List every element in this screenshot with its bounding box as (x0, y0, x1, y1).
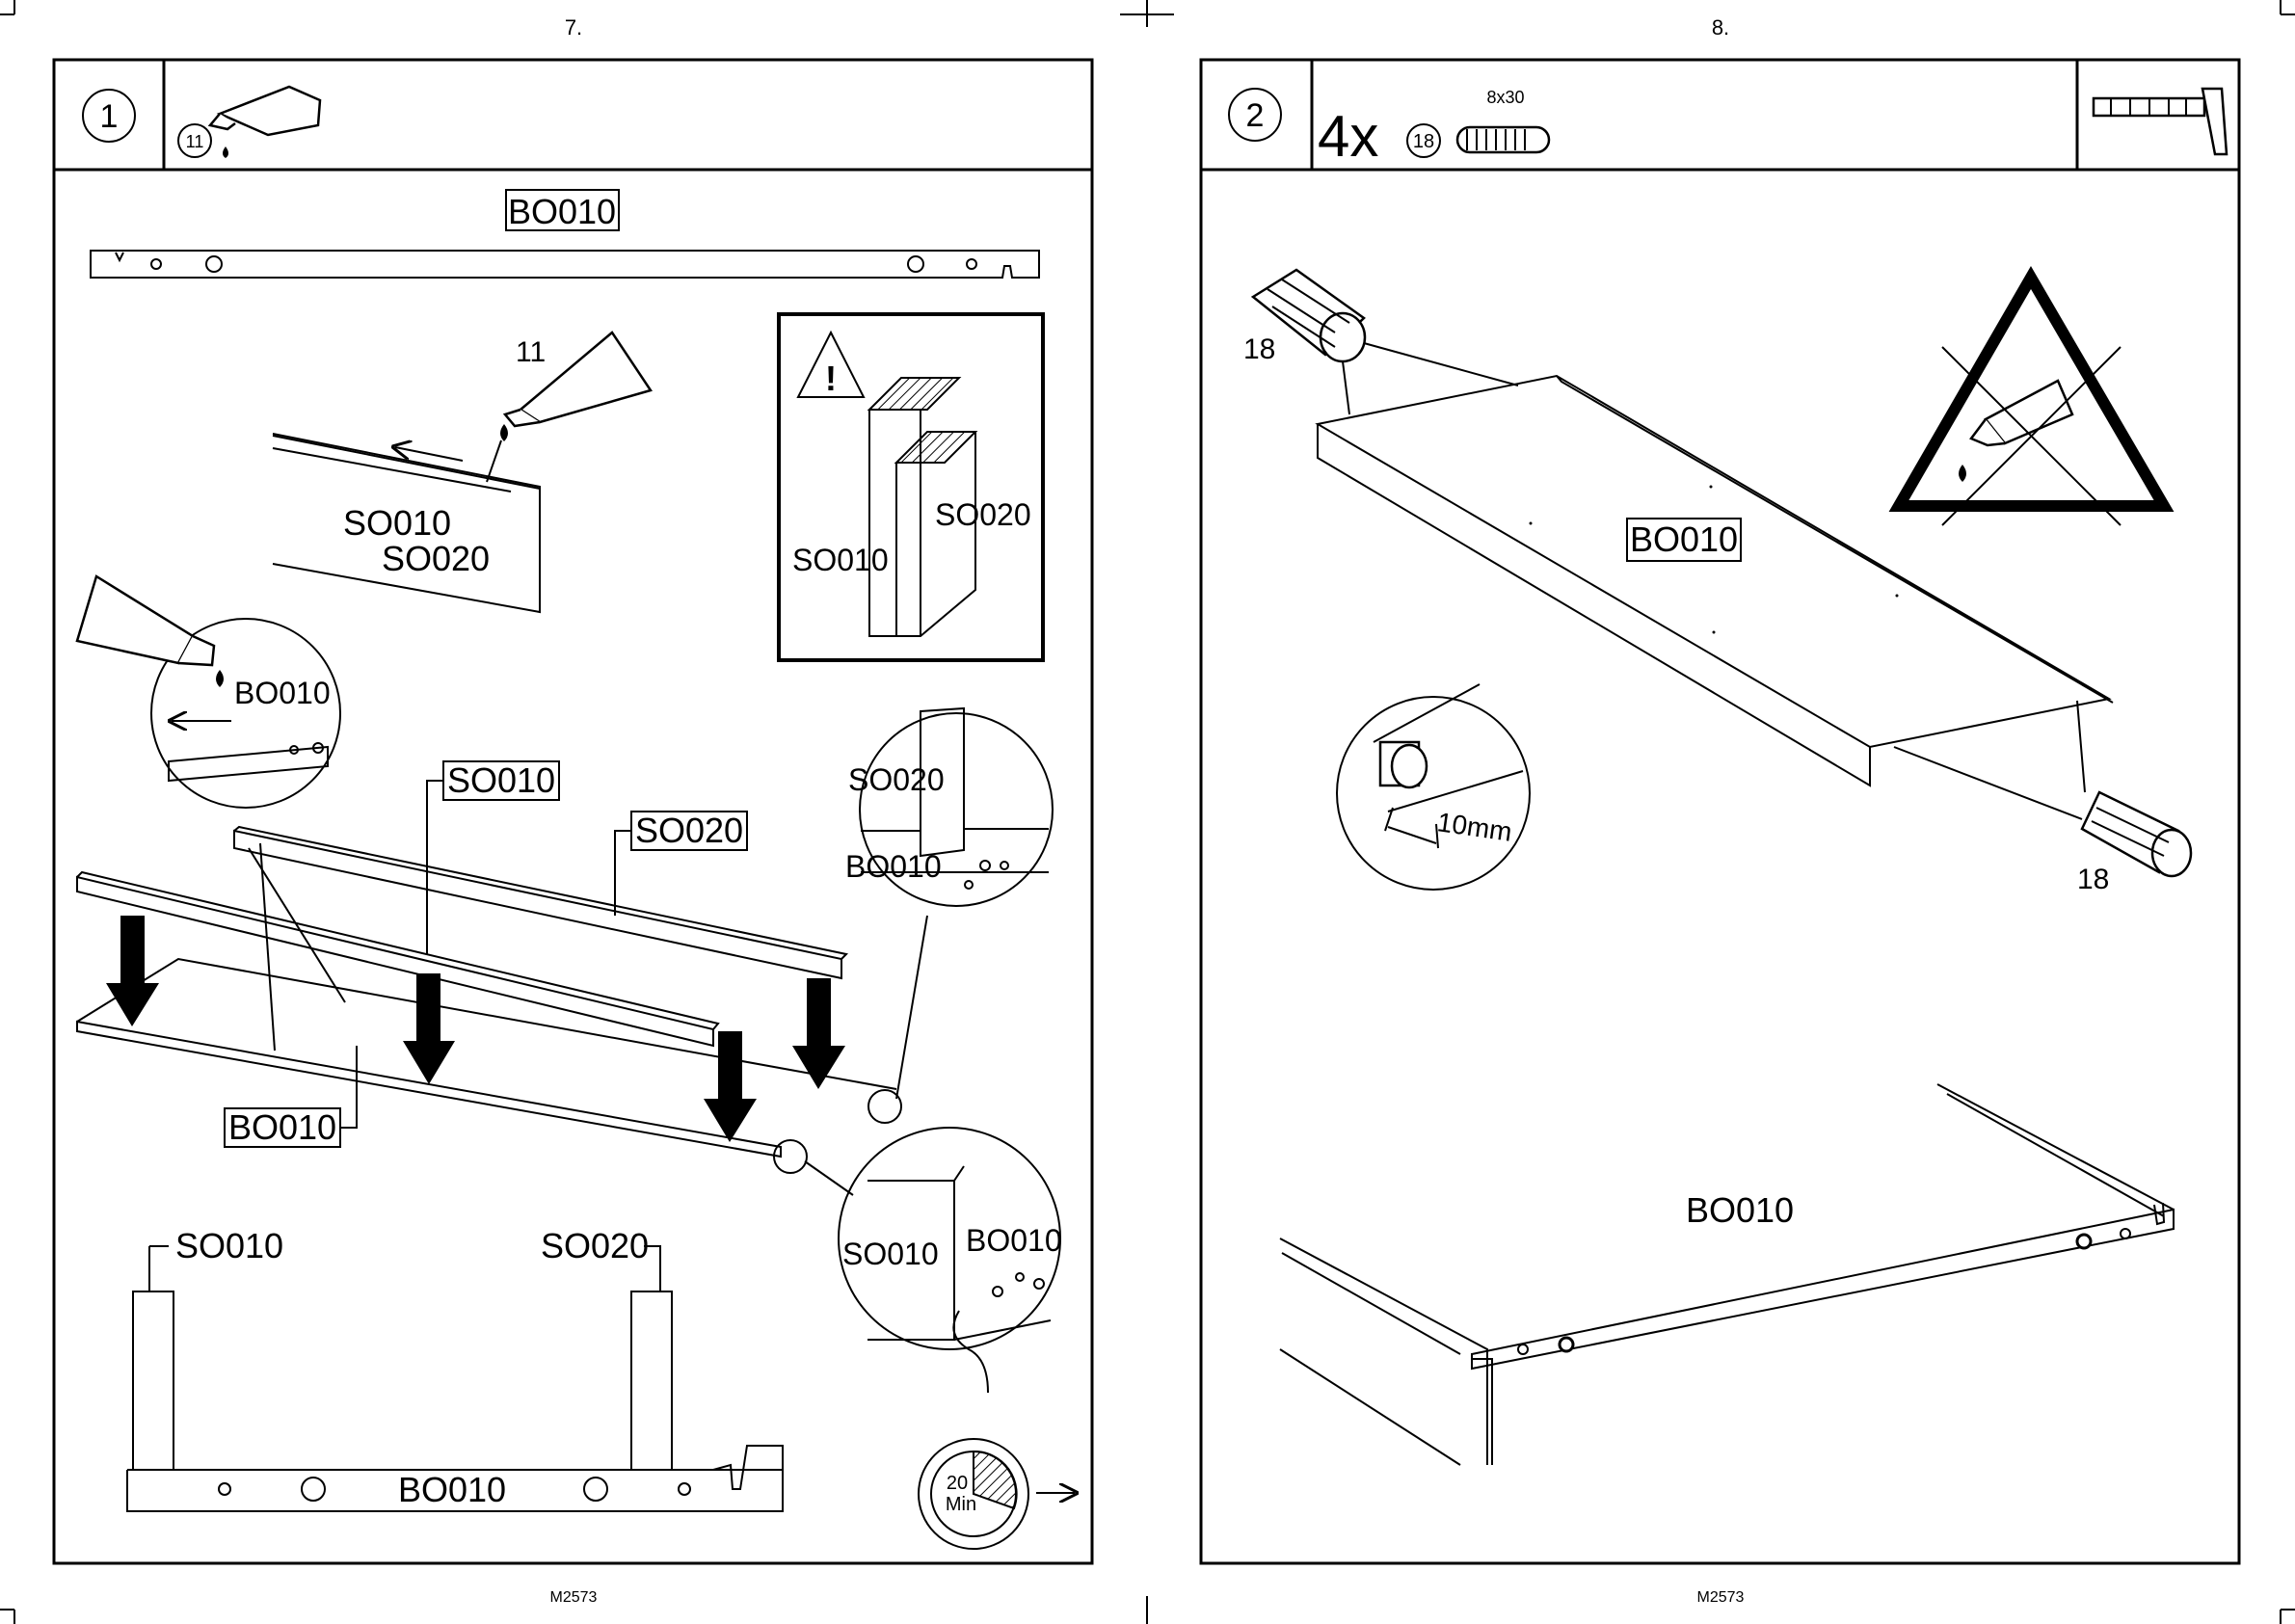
step-badge: 1 (83, 90, 135, 142)
svg-text:20: 20 (947, 1473, 968, 1494)
svg-text:18: 18 (1243, 333, 1275, 365)
assembly: SO010 SO020 BO010 (77, 760, 927, 1195)
svg-text:11: 11 (516, 336, 546, 368)
svg-text:Min: Min (946, 1494, 976, 1515)
svg-text:8x30: 8x30 (1486, 88, 1524, 107)
svg-text:BO010: BO010 (228, 1107, 336, 1147)
svg-text:SO020: SO020 (635, 811, 743, 850)
step-number: 2 (1246, 97, 1265, 134)
svg-text:BO010: BO010 (508, 192, 616, 231)
svg-text:BO010: BO010 (398, 1470, 506, 1509)
svg-text:SO020: SO020 (382, 539, 490, 578)
hammer-icon (2094, 89, 2227, 154)
svg-text:SO010: SO010 (175, 1226, 283, 1265)
svg-text:11: 11 (186, 132, 204, 151)
dowel-right: 18 (1894, 701, 2191, 895)
page-frame (54, 60, 1092, 1563)
dowel-icon (1457, 127, 1549, 152)
page-frame (1201, 60, 2239, 1563)
svg-text:BO010: BO010 (1686, 1190, 1794, 1230)
svg-text:18: 18 (1413, 131, 1434, 152)
warning-box: ! SO020 SO010 (779, 314, 1043, 660)
svg-text:SO020: SO020 (541, 1226, 649, 1265)
svg-text:SO020: SO020 (848, 762, 945, 797)
svg-text:10mm: 10mm (1435, 807, 1513, 847)
glue-tube-icon (77, 576, 224, 687)
page-number: 8. (1712, 15, 1729, 40)
zoom-dowel: 10mm (1337, 684, 1530, 890)
footer-code: M2573 (1697, 1589, 1745, 1606)
quantity: 4x (1318, 104, 1378, 169)
top-panel-bo010: BO010 (91, 190, 1039, 278)
page-8: 8. 2 4x 18 8x30 BO010 (1201, 15, 2239, 1606)
section-view: SO010 SO020 BO010 (127, 1226, 783, 1511)
header-glue-part: 11 (178, 87, 320, 158)
svg-text:SO010: SO010 (447, 760, 555, 800)
bottom-detail: BO010 (1280, 1084, 2174, 1465)
page-number: 7. (565, 15, 582, 40)
timer-icon: 20 Min (919, 1439, 1028, 1549)
page-7: 7. 1 11 BO010 (54, 15, 1092, 1606)
svg-text:SO010: SO010 (792, 543, 889, 577)
step-badge: 2 (1229, 89, 1281, 141)
svg-text:BO010: BO010 (845, 849, 942, 884)
svg-text:!: ! (825, 359, 837, 398)
zoom-right-top: SO020 BO010 (845, 708, 1053, 906)
svg-text:BO010: BO010 (966, 1223, 1062, 1258)
warning-triangle-icon: ! (798, 333, 864, 398)
svg-text:18: 18 (2077, 864, 2109, 895)
zoom-right-bottom: SO010 BO010 (839, 1128, 1062, 1393)
svg-text:SO010: SO010 (343, 503, 451, 543)
svg-text:BO010: BO010 (1630, 519, 1738, 559)
no-glue-icon (1899, 278, 2164, 525)
glue-tube-icon (210, 87, 320, 158)
svg-text:SO010: SO010 (842, 1237, 939, 1271)
step-number: 1 (100, 98, 119, 135)
svg-text:BO010: BO010 (234, 676, 331, 710)
footer-code: M2573 (550, 1589, 598, 1606)
svg-text:SO020: SO020 (935, 497, 1031, 532)
zoom-left: BO010 (77, 576, 340, 808)
glue-strip: 11 SO010 SO020 (273, 333, 651, 612)
